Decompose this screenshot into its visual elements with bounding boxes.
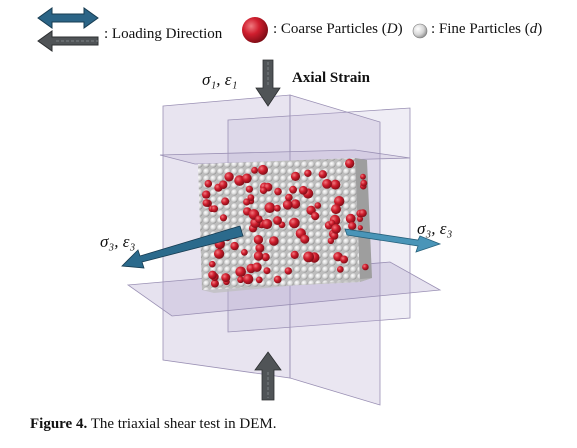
coarse-particle [264, 202, 276, 213]
loading-direction-arrow-blue [37, 7, 99, 29]
coarse-particle [259, 186, 268, 195]
coarse-particle [284, 267, 292, 275]
coarse-particle [348, 221, 357, 231]
coarse-particle [258, 164, 268, 175]
coarse-particle [221, 197, 230, 206]
coarse-particle [209, 260, 216, 268]
coarse-particle [285, 193, 293, 202]
coarse-particle [330, 231, 339, 240]
coarse-particle [202, 199, 211, 207]
coarse-particle [360, 179, 368, 187]
coarse-particle [204, 179, 213, 188]
coarse-particle [290, 250, 299, 259]
coarse-particle [300, 234, 310, 244]
coarse-particle [263, 267, 271, 275]
coarse-particle [360, 173, 366, 180]
coarse-particle [357, 225, 363, 231]
coarse-particle [255, 215, 263, 223]
lateral-arrow-right [344, 228, 442, 253]
coarse-particle [362, 263, 369, 271]
coarse-particle [282, 199, 293, 210]
legend-loading-direction: : Loading Direction [104, 26, 223, 42]
coarse-particle [304, 169, 312, 177]
figure-number: Figure 4. [30, 416, 88, 432]
coarse-particle [303, 251, 314, 263]
coarse-particle [336, 266, 344, 273]
coarse-particle [289, 217, 300, 229]
coarse-particle [242, 173, 252, 184]
coarse-particle [311, 212, 320, 221]
coarse-particle [214, 248, 225, 259]
sigma3-right-label: σ₃, ε₃ [417, 219, 453, 238]
coarse-particle [243, 198, 251, 206]
coarse-particle [210, 205, 219, 213]
axial-strain-label: Axial Strain [292, 70, 370, 86]
coarse-particle [318, 170, 327, 179]
coarse-particle [235, 266, 246, 278]
coarse-particle [273, 204, 281, 212]
coarse-particle [330, 179, 341, 190]
coarse-particle [261, 253, 270, 262]
coarse-particle [245, 185, 253, 193]
coarse-particle [290, 171, 301, 181]
coarse-particle [262, 218, 273, 230]
coarse-particle [289, 185, 297, 194]
coarse-particle [255, 243, 265, 253]
coarse-particle [219, 214, 228, 222]
coarse-particle [327, 237, 335, 245]
legend-coarse-particles: : Coarse Particles (D) [273, 21, 403, 37]
coarse-particle [202, 190, 211, 199]
sigma1-label: σ₁, ε₁ [202, 70, 238, 89]
specimen-cube [198, 158, 372, 293]
coarse-particle [345, 158, 355, 169]
coarse-particle [230, 241, 239, 251]
coarse-particle [334, 196, 345, 207]
coarse-particle [359, 209, 367, 218]
lateral-arrow-left [121, 225, 244, 269]
coarse-particle [241, 249, 248, 256]
coarse-particle [273, 275, 282, 284]
sigma3-left-label: σ₃, ε₃ [100, 232, 136, 251]
coarse-particle [253, 235, 264, 245]
loading-direction-arrow-gray [37, 30, 99, 52]
figure-caption: Figure 4. The triaxial shear test in DEM… [30, 416, 276, 433]
coarse-particle-icon [242, 17, 268, 43]
coarse-particle [273, 216, 282, 225]
coarse-particle [331, 224, 341, 234]
coarse-particle [274, 187, 282, 196]
coarse-particle [298, 185, 308, 195]
coarse-particle [221, 273, 231, 283]
coarse-particle [322, 179, 332, 189]
coarse-particle [252, 262, 262, 272]
axial-arrow-top [255, 59, 281, 107]
coarse-particle [208, 270, 217, 280]
coarse-particle [210, 279, 219, 288]
axial-arrow-bottom [254, 351, 282, 401]
legend-fine-particles: : Fine Particles (d) [431, 21, 543, 37]
coarse-particle [253, 251, 264, 261]
coarse-particle [269, 236, 279, 246]
coarse-particle [247, 194, 255, 202]
coarse-particle [218, 180, 228, 189]
coarse-particle [340, 255, 349, 264]
caption-text: The triaxial shear test in DEM. [87, 416, 277, 432]
coarse-particle [224, 172, 234, 182]
cube-side-face [355, 158, 372, 282]
coarse-particle [290, 199, 301, 209]
coarse-particle [356, 215, 364, 222]
coarse-particle [255, 276, 263, 284]
fine-particle-icon [412, 23, 428, 39]
coarse-particle [331, 204, 341, 215]
coarse-particle [314, 202, 322, 209]
coarse-particle [242, 273, 254, 285]
coarse-particle [237, 276, 245, 284]
coarse-particle [251, 166, 258, 174]
coarse-particle [345, 213, 356, 224]
